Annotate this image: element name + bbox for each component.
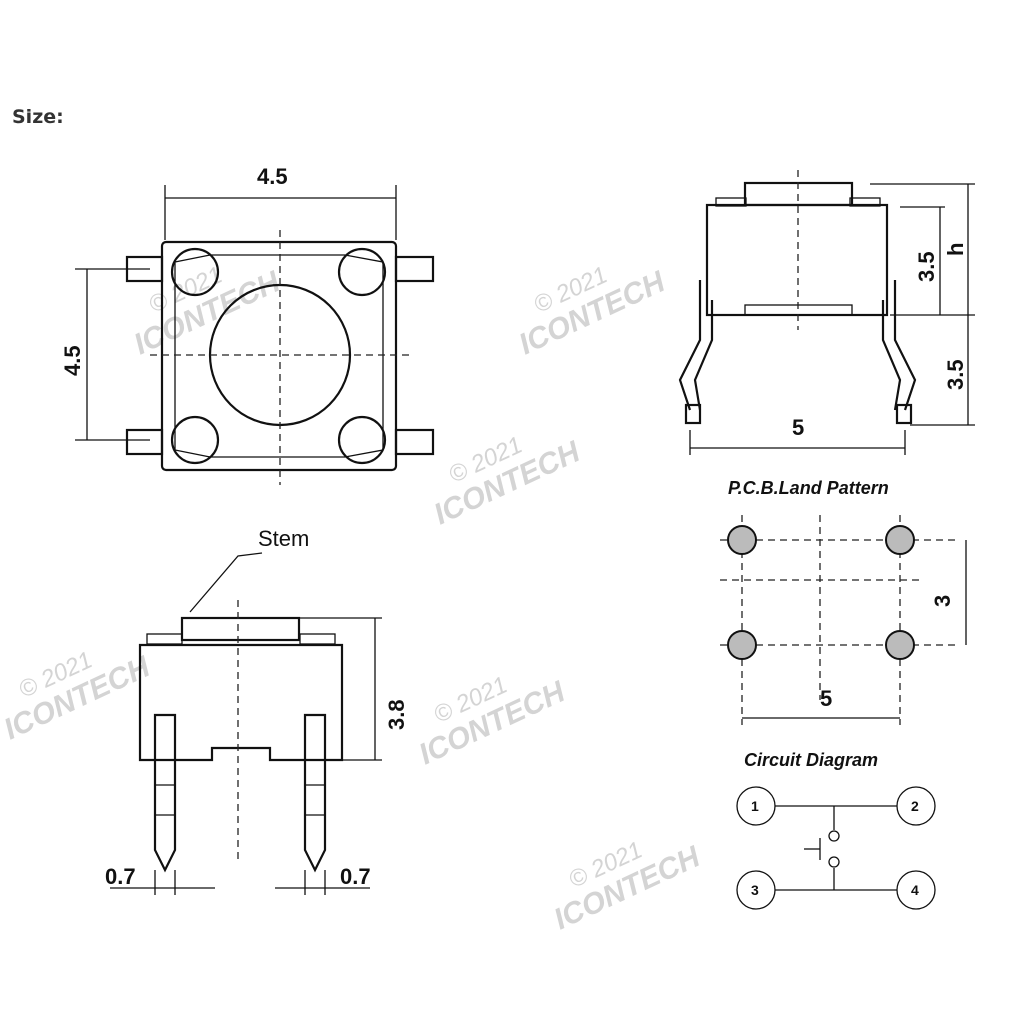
front-height-label: 3.8: [384, 699, 409, 730]
pcb-vertical-label: 3: [930, 595, 955, 607]
top-height-label: 4.5: [60, 345, 85, 376]
h-label: h: [943, 243, 968, 256]
top-width-label: 4.5: [257, 164, 288, 189]
size-heading: Size:: [12, 106, 64, 128]
top-view: 4.5 4.5: [60, 164, 435, 485]
pcb-land-pattern: P.C.B.Land Pattern 3 5: [720, 478, 967, 725]
leg-height-label: 3.5: [943, 359, 968, 390]
side-view: 3.5 h 3.5 5: [678, 170, 975, 455]
front-view: Stem 3.8 0.7 0.7: [105, 526, 409, 895]
pin-3: 3: [751, 882, 759, 898]
pin-2: 2: [911, 798, 919, 814]
pin-spacing-label: 5: [792, 415, 804, 440]
left-pin-width-label: 0.7: [105, 864, 136, 889]
circuit-diagram: Circuit Diagram 1 2 3 4: [736, 750, 936, 910]
pcb-title: P.C.B.Land Pattern: [728, 478, 889, 498]
stem-height-label: 3.5: [914, 251, 939, 282]
pin-4: 4: [911, 882, 919, 898]
stem-label: Stem: [258, 526, 309, 551]
pin-1: 1: [751, 798, 759, 814]
circuit-title: Circuit Diagram: [744, 750, 878, 770]
pcb-horizontal-label: 5: [820, 686, 832, 711]
right-pin-width-label: 0.7: [340, 864, 371, 889]
